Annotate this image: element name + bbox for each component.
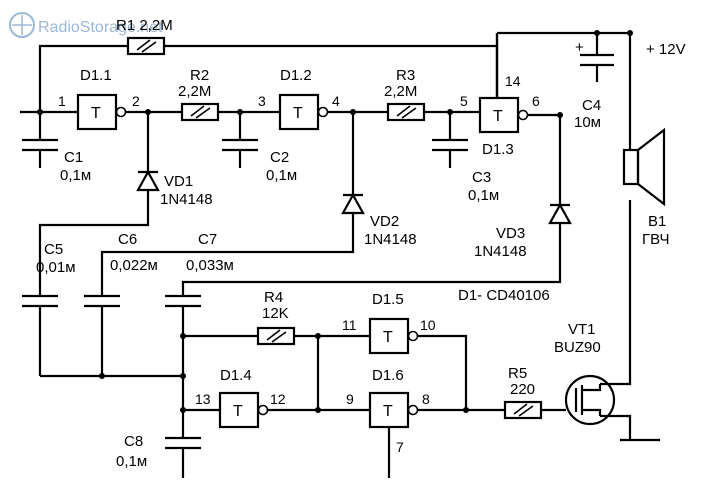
supply-label: + 12V	[646, 41, 686, 58]
gate-d1-5: T D1.5	[368, 291, 419, 355]
svg-text:0,1м: 0,1м	[266, 167, 297, 184]
svg-text:C1: C1	[64, 149, 83, 166]
svg-text:1N4148: 1N4148	[364, 231, 417, 248]
svg-text:13: 13	[195, 391, 211, 407]
resistor-r1	[126, 36, 166, 56]
svg-text:0,1м: 0,1м	[116, 453, 147, 470]
svg-text:0,022м: 0,022м	[110, 257, 158, 274]
svg-text:VD2: VD2	[370, 213, 399, 230]
gate-d1-3-label: D1.3	[482, 141, 514, 158]
svg-text:C3: C3	[472, 169, 491, 186]
svg-text:7: 7	[396, 439, 404, 455]
gate-d1-5-label: D1.5	[372, 291, 404, 308]
svg-text:2: 2	[132, 93, 140, 109]
svg-text:VD3: VD3	[496, 225, 525, 242]
capacitor-c3: C3 0,1м	[432, 112, 499, 204]
svg-text:T: T	[91, 105, 101, 122]
svg-text:+: +	[575, 39, 584, 56]
svg-text:1N4148: 1N4148	[474, 243, 527, 260]
capacitor-c6: C6 0,022м	[84, 231, 158, 376]
svg-text:8: 8	[422, 391, 430, 407]
capacitor-c2: C2 0,1м	[222, 112, 297, 184]
svg-text:C7: C7	[198, 231, 217, 248]
gate-d1-6-label: D1.6	[372, 367, 404, 384]
svg-text:R4: R4	[264, 289, 283, 306]
svg-text:10м: 10м	[574, 114, 601, 131]
gate-d1-4-label: D1.4	[220, 367, 252, 384]
svg-text:0,01м: 0,01м	[36, 259, 76, 276]
transistor-vt1: VT1 BUZ90	[554, 200, 632, 440]
speaker-b1: B1 ГВЧ	[622, 127, 669, 248]
resistor-r2: R2 2,2M	[178, 67, 220, 122]
svg-text:14: 14	[505, 73, 521, 89]
svg-text:C6: C6	[118, 231, 137, 248]
svg-text:T: T	[383, 329, 393, 346]
gate-d1-1-label: D1.1	[80, 67, 112, 84]
r1-label: R1 2,2M	[116, 17, 173, 34]
svg-text:C8: C8	[124, 433, 143, 450]
svg-text:R5: R5	[508, 365, 527, 382]
resistor-r3: R3 2,2M	[384, 67, 426, 122]
capacitor-c4: + C4 10м	[574, 33, 614, 131]
svg-text:B1: B1	[648, 213, 666, 230]
svg-text:VD1: VD1	[164, 173, 193, 190]
gate-d1-3: T D1.3 14	[478, 73, 529, 158]
svg-text:1: 1	[58, 93, 66, 109]
gate-d1-2: T D1.2	[278, 67, 329, 131]
gate-d1-6: T D1.6	[368, 367, 419, 429]
svg-text:11: 11	[342, 317, 357, 333]
svg-text:10: 10	[420, 317, 436, 333]
gate-d1-2-label: D1.2	[280, 67, 312, 84]
svg-text:0,033м: 0,033м	[186, 257, 234, 274]
svg-text:12K: 12K	[262, 305, 289, 322]
watermark: RadioStorage.net	[9, 12, 163, 38]
diode-vd2: VD2 1N4148	[100, 112, 417, 296]
svg-text:6: 6	[532, 93, 540, 109]
svg-text:R2: R2	[190, 67, 209, 84]
svg-text:ГВЧ: ГВЧ	[642, 231, 669, 248]
svg-text:220: 220	[510, 381, 535, 398]
svg-text:1N4148: 1N4148	[160, 191, 213, 208]
svg-text:0,1м: 0,1м	[60, 167, 91, 184]
svg-text:C4: C4	[582, 97, 601, 114]
svg-text:12: 12	[270, 391, 286, 407]
capacitor-c7: C7 0,033м	[165, 231, 234, 410]
svg-text:9: 9	[346, 391, 354, 407]
gate-d1-4: T D1.4	[218, 367, 269, 429]
svg-text:R3: R3	[396, 67, 415, 84]
diode-vd1: VD1 1N4148	[38, 112, 213, 296]
capacitor-c1: C1 0,1м	[22, 112, 91, 184]
capacitor-c5: C5 0,01м	[22, 241, 76, 376]
resistor-r4: R4 12K	[256, 289, 296, 346]
svg-text:T: T	[493, 108, 503, 125]
diode-vd3: VD3 1N4148	[181, 115, 572, 296]
svg-text:T: T	[233, 403, 243, 420]
gate-d1-1: T D1.1	[76, 67, 127, 131]
svg-text:2,2M: 2,2M	[384, 83, 417, 100]
svg-text:3: 3	[258, 93, 266, 109]
svg-text:VT1: VT1	[568, 321, 596, 338]
svg-text:2,2M: 2,2M	[178, 83, 211, 100]
svg-text:BUZ90: BUZ90	[554, 339, 601, 356]
svg-text:T: T	[383, 403, 393, 420]
svg-text:0,1м: 0,1м	[468, 187, 499, 204]
svg-text:T: T	[293, 105, 303, 122]
svg-text:C2: C2	[270, 149, 289, 166]
watermark-text: RadioStorage.net	[38, 19, 163, 36]
svg-text:C5: C5	[44, 241, 63, 258]
svg-text:4: 4	[332, 93, 340, 109]
svg-text:5: 5	[460, 93, 468, 109]
resistor-r5: R5 220	[503, 365, 543, 420]
capacitor-c8: C8 0,1м	[116, 410, 201, 478]
ic-note: D1- CD40106	[458, 287, 550, 304]
